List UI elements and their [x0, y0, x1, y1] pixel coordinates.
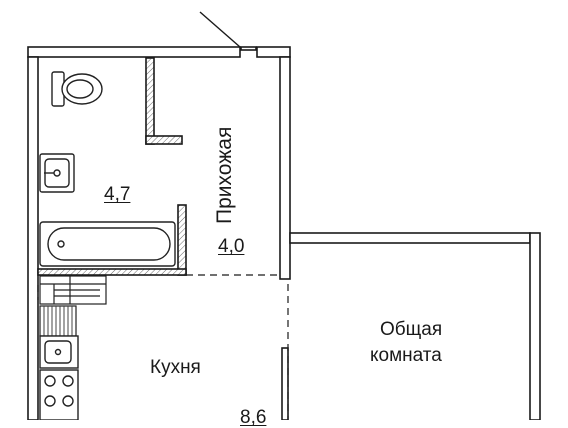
top-wall-left	[27, 46, 241, 58]
kitchen-counter-icon	[39, 305, 77, 337]
hallway-area: 4,0	[218, 236, 245, 257]
door-jamb	[240, 46, 257, 51]
bath-wall-right	[177, 204, 187, 276]
bathroom-area: 4,7	[104, 184, 131, 205]
toilet-icon	[51, 71, 103, 107]
stove-icon	[39, 369, 79, 420]
living-room-right-wall	[529, 232, 541, 420]
bathtub-icon	[39, 221, 176, 267]
sink-icon	[39, 153, 75, 193]
bath-wall-bottom	[37, 268, 187, 276]
entrance-door-leaf	[199, 11, 241, 48]
bath-partition-horizontal	[145, 135, 183, 145]
top-wall-right	[256, 46, 291, 58]
left-wall	[27, 56, 39, 420]
hallway-name: Прихожая	[213, 126, 236, 224]
boundary-lines	[37, 274, 289, 420]
hallway-right-wall	[279, 56, 291, 280]
bath-partition-vertical	[145, 57, 155, 145]
walls	[27, 46, 541, 420]
cabinet-icon	[39, 275, 107, 305]
kitchen-partition	[281, 347, 289, 420]
kitchen-area: 8,6	[240, 407, 267, 428]
living-room-top-wall	[289, 232, 531, 244]
living-room-name-line2: комната	[370, 345, 442, 366]
living-room-name-line1: Общая	[380, 319, 443, 340]
kitchen-sink-icon	[39, 335, 79, 369]
kitchen-name: Кухня	[150, 357, 201, 378]
